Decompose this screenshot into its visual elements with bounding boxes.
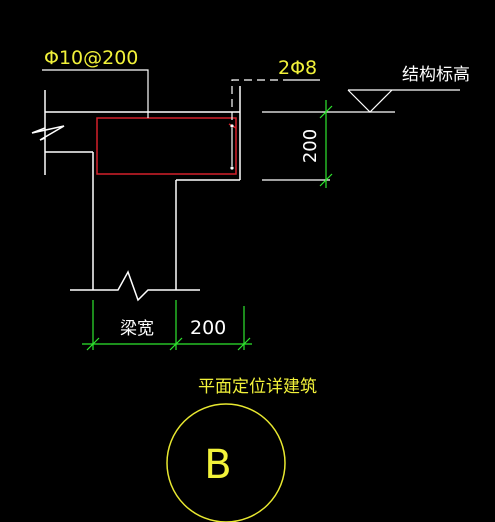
width-dim-tick-right xyxy=(237,337,251,351)
stirrup-leader xyxy=(42,69,149,118)
height-dim-tick-bottom xyxy=(319,173,333,187)
elevation-label: 结构标高 xyxy=(402,65,470,85)
rebar-cage xyxy=(96,117,237,175)
axis-bubble-label: B xyxy=(204,442,231,488)
leader-lines xyxy=(42,69,460,181)
rebar-spec-label: 2Φ8 xyxy=(278,57,317,79)
rebar-leader xyxy=(231,79,290,120)
height-dim-tick-top xyxy=(319,105,333,119)
height-dim-text: 200 xyxy=(300,129,321,163)
bottom-bar xyxy=(230,166,234,170)
top-bar xyxy=(230,124,234,128)
beam-width-label: 梁宽 xyxy=(120,319,154,339)
stirrup-rectangle xyxy=(96,117,237,175)
beam-bottom-break xyxy=(70,270,200,302)
width-dim-text: 200 xyxy=(190,317,226,339)
axis-bubble-circle xyxy=(166,403,286,522)
concrete-outline xyxy=(31,86,241,302)
longitudinal-bars xyxy=(230,124,234,170)
location-note: 平面定位详建筑 xyxy=(198,377,317,397)
width-dim-tick-left xyxy=(86,337,100,351)
stirrup-spec-label: Φ10@200 xyxy=(44,47,138,69)
dimension-lines xyxy=(82,100,333,351)
elevation-triangle xyxy=(347,89,393,113)
slab-break-symbol xyxy=(31,125,65,141)
width-dim-tick-mid xyxy=(169,337,183,351)
